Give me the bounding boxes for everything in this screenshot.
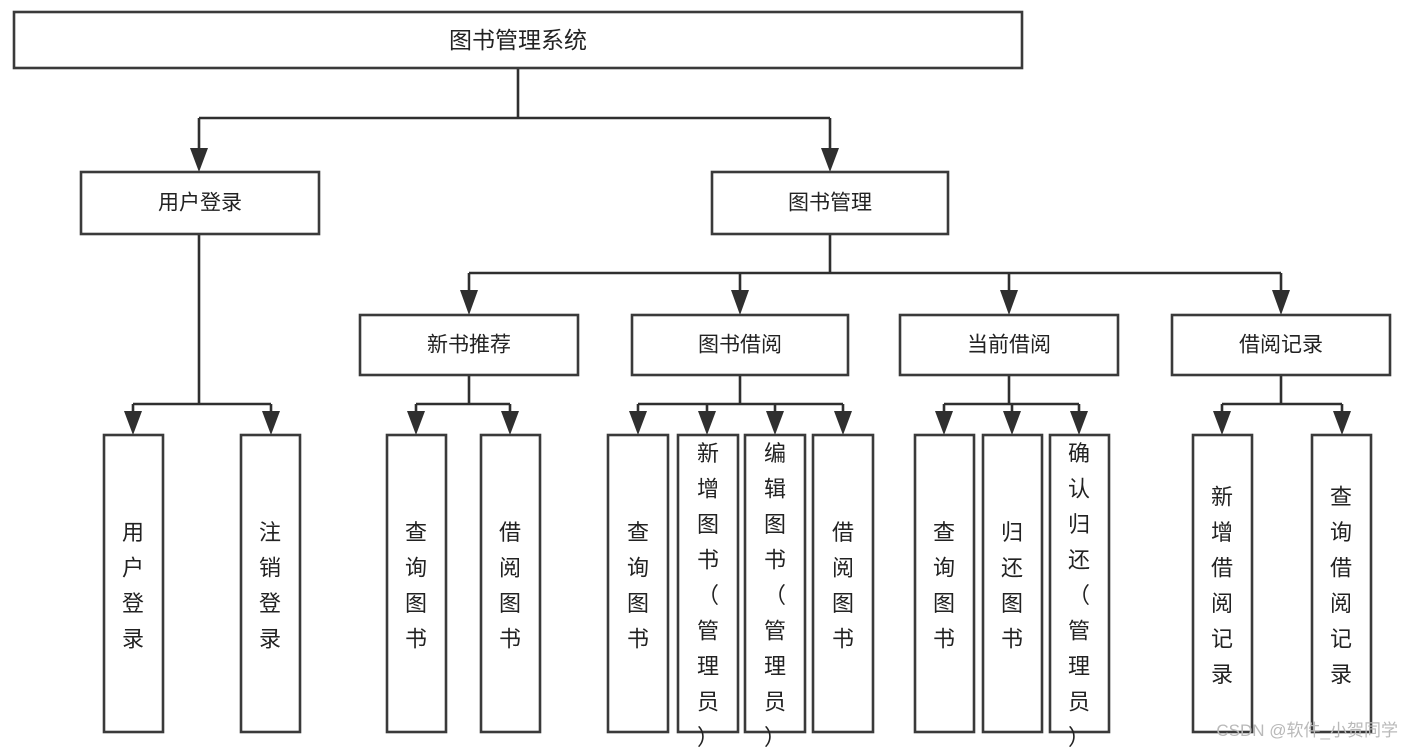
node-current-borrow-label: 当前借阅 — [967, 334, 1051, 357]
node-root-box[interactable] — [12, 10, 1024, 70]
leaf-query-book-2-box[interactable] — [606, 433, 670, 734]
node-book-borrow-box[interactable] — [630, 313, 850, 377]
node-root[interactable]: 图书管理系统 — [12, 10, 1024, 70]
leaf-query-book-1-box[interactable] — [385, 433, 448, 734]
node-book-manage[interactable]: 图书管理 — [710, 170, 950, 236]
node-user-login-label: 用户登录 — [158, 192, 242, 215]
node-current-borrow[interactable]: 当前借阅 — [898, 313, 1120, 377]
leaf-add-record-label: 新增借阅记录 — [1211, 485, 1233, 688]
leaf-logout-box[interactable] — [239, 433, 302, 734]
arrow-to-book-manage — [821, 148, 839, 172]
leaf-query-book-1-label: 查询图书 — [405, 520, 427, 652]
leaf-return-book-box[interactable] — [981, 433, 1044, 734]
leaf-borrow-book-2-box[interactable] — [811, 433, 875, 734]
leaf-edit-book-label: 编辑图书（管理员） — [764, 441, 786, 747]
arrow-to-new-book-rec — [460, 290, 478, 315]
node-borrow-record-label: 借阅记录 — [1239, 334, 1323, 357]
node-user-login-box[interactable] — [79, 170, 321, 236]
arrow-to-user-login — [190, 148, 208, 172]
watermark-label: CSDN @软件_小贺同学 — [1216, 721, 1398, 740]
node-new-book-rec[interactable]: 新书推荐 — [358, 313, 580, 377]
node-book-manage-box[interactable] — [710, 170, 950, 236]
leaf-borrow-book-2-label: 借阅图书 — [832, 520, 854, 652]
arrow-to-borrow-record — [1272, 290, 1290, 315]
node-new-book-rec-label: 新书推荐 — [427, 334, 511, 357]
arrow-to-book-borrow — [731, 290, 749, 315]
leaf-logout-label: 注销登录 — [259, 520, 281, 652]
arrow-leaf-query-record — [1333, 411, 1351, 435]
leaf-query-book-3-box[interactable] — [913, 433, 976, 734]
node-current-borrow-box[interactable] — [898, 313, 1120, 377]
arrow-leaf-add-book — [698, 411, 716, 435]
node-new-book-rec-box[interactable] — [358, 313, 580, 377]
arrow-leaf-confirm-return — [1070, 411, 1088, 435]
arrow-leaf-borrow-book-1 — [501, 411, 519, 435]
node-root-label: 图书管理系统 — [449, 27, 587, 53]
arrow-leaf-query-book-3 — [935, 411, 953, 435]
arrow-to-current-borrow — [1000, 290, 1018, 315]
arrow-leaf-add-record — [1213, 411, 1231, 435]
node-borrow-record[interactable]: 借阅记录 — [1170, 313, 1392, 377]
leaf-node-group — [102, 433, 1373, 734]
leaf-add-record-box[interactable] — [1191, 433, 1254, 734]
arrow-leaf-logout — [262, 411, 280, 435]
leaf-borrow-book-1-label: 借阅图书 — [499, 520, 521, 652]
node-borrow-record-box[interactable] — [1170, 313, 1392, 377]
node-book-borrow-label: 图书借阅 — [698, 334, 782, 357]
arrow-leaf-query-book-2 — [629, 411, 647, 435]
arrow-leaf-return-book — [1003, 411, 1021, 435]
arrow-leaf-borrow-book-2 — [834, 411, 852, 435]
leaf-user-login-box[interactable] — [102, 433, 165, 734]
leaf-label-group: 用户登录 注销登录 查询图书 借阅图书 查询图书 新增图书（管理员） 编辑图书（… — [122, 441, 1352, 747]
leaf-user-login-label: 用户登录 — [122, 520, 144, 652]
leaf-query-record-box[interactable] — [1310, 433, 1373, 734]
node-book-manage-label: 图书管理 — [788, 192, 872, 215]
leaf-return-book-label: 归还图书 — [1001, 520, 1023, 652]
leaf-query-book-3-label: 查询图书 — [933, 520, 955, 652]
node-book-borrow[interactable]: 图书借阅 — [630, 313, 850, 377]
leaf-confirm-return-label: 确认归还（管理员） — [1068, 441, 1090, 747]
leaf-borrow-book-1-box[interactable] — [479, 433, 542, 734]
leaf-confirm-return-box[interactable] — [1048, 433, 1111, 734]
arrow-leaf-user-login — [124, 411, 142, 435]
arrow-leaf-query-book-1 — [407, 411, 425, 435]
connector-group — [124, 68, 1351, 435]
leaf-query-record-label: 查询借阅记录 — [1330, 485, 1352, 688]
node-user-login[interactable]: 用户登录 — [79, 170, 321, 236]
leaf-add-book-box[interactable] — [676, 433, 740, 734]
leaf-add-book-label: 新增图书（管理员） — [697, 441, 719, 747]
leaf-query-book-2-label: 查询图书 — [627, 520, 649, 652]
leaf-edit-book-box[interactable] — [743, 433, 807, 734]
arrow-leaf-edit-book — [766, 411, 784, 435]
